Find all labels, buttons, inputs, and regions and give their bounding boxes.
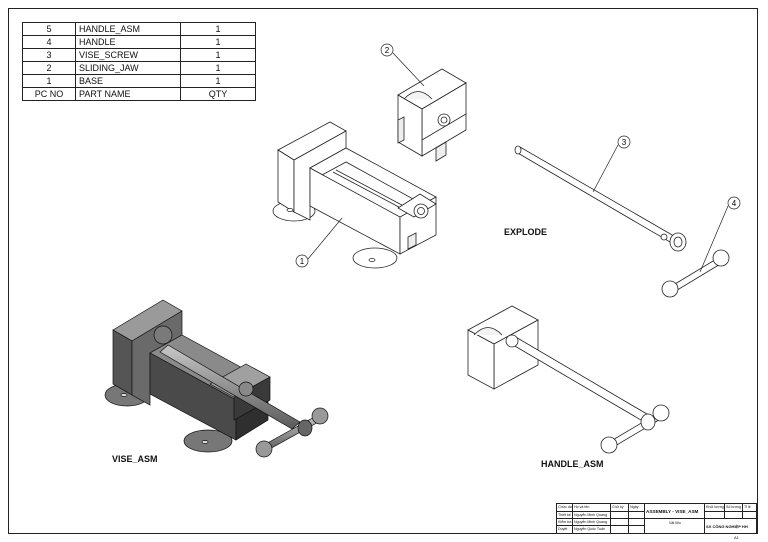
base-part-drawing: [272, 121, 437, 269]
balloon-4: [699, 196, 741, 273]
tb-scale-value: [743, 512, 757, 519]
tb-company: SX CÔNG NGHIỆP HH: [705, 519, 757, 534]
tb-date-cell: [629, 526, 645, 534]
tb-name-header: Họ và tên: [573, 504, 611, 512]
tb-checker-name: Nguyễn Minh Quang: [573, 519, 611, 526]
tb-approver-role: Duyệt: [557, 526, 573, 534]
tb-mass-label: Khối lượng: [705, 504, 725, 512]
tb-date-header: Ngày: [629, 504, 645, 512]
sheet-border: [8, 8, 758, 534]
balloon-3: [592, 135, 631, 193]
tb-drawing-title: ASSEMBLY - VISE_ASM: [645, 504, 705, 519]
tb-signature-cell: [611, 526, 629, 534]
title-block: Chức danh Họ và tên Chữ ký Ngày Thiết kế…: [556, 503, 758, 534]
balloon-2: [380, 43, 425, 87]
balloon-1: [295, 217, 343, 268]
sliding-jaw-drawing: [397, 68, 467, 162]
tb-date-cell: [629, 512, 645, 519]
tb-date-cell: [629, 519, 645, 526]
tb-approver-name: Nguyễn Quốc Tuấn: [573, 526, 611, 534]
balloon-4-label: 4: [732, 199, 737, 208]
sheet-size-code: A1: [734, 535, 739, 540]
header-qty: QTY: [180, 87, 256, 101]
tb-role-header: Chức danh: [557, 504, 573, 512]
balloon-3-label: 3: [622, 138, 627, 147]
tb-signature-cell: [611, 512, 629, 519]
tb-mass-value: [705, 512, 725, 519]
header-part-name: PART NAME: [75, 87, 181, 101]
explode-view-label: EXPLODE: [504, 227, 548, 237]
handle-asm-view-label: HANDLE_ASM: [541, 459, 604, 469]
balloon-2-label: 2: [385, 46, 390, 55]
tb-designer-role: Thiết kế: [557, 512, 573, 519]
tb-checker-role: Kiểm tra: [557, 519, 573, 526]
tb-material: Vật liệu: [645, 519, 705, 534]
tb-quantity-value: [725, 512, 743, 519]
tb-designer-name: Nguyễn Minh Quang: [573, 512, 611, 519]
vise-screw-drawing: [514, 145, 687, 252]
tb-quantity-label: Số lượng: [725, 504, 743, 512]
tb-scale-label: Tỉ lệ: [743, 504, 757, 512]
tb-signature-header: Chữ ký: [611, 504, 629, 512]
balloon-1-label: 1: [300, 257, 305, 266]
vise-assembly-shaded-view: [104, 299, 329, 458]
handle-drawing: [661, 249, 730, 298]
tb-signature-cell: [611, 519, 629, 526]
vise-asm-view-label: VISE_ASM: [112, 454, 158, 464]
handle-assembly-drawing: [467, 305, 670, 454]
